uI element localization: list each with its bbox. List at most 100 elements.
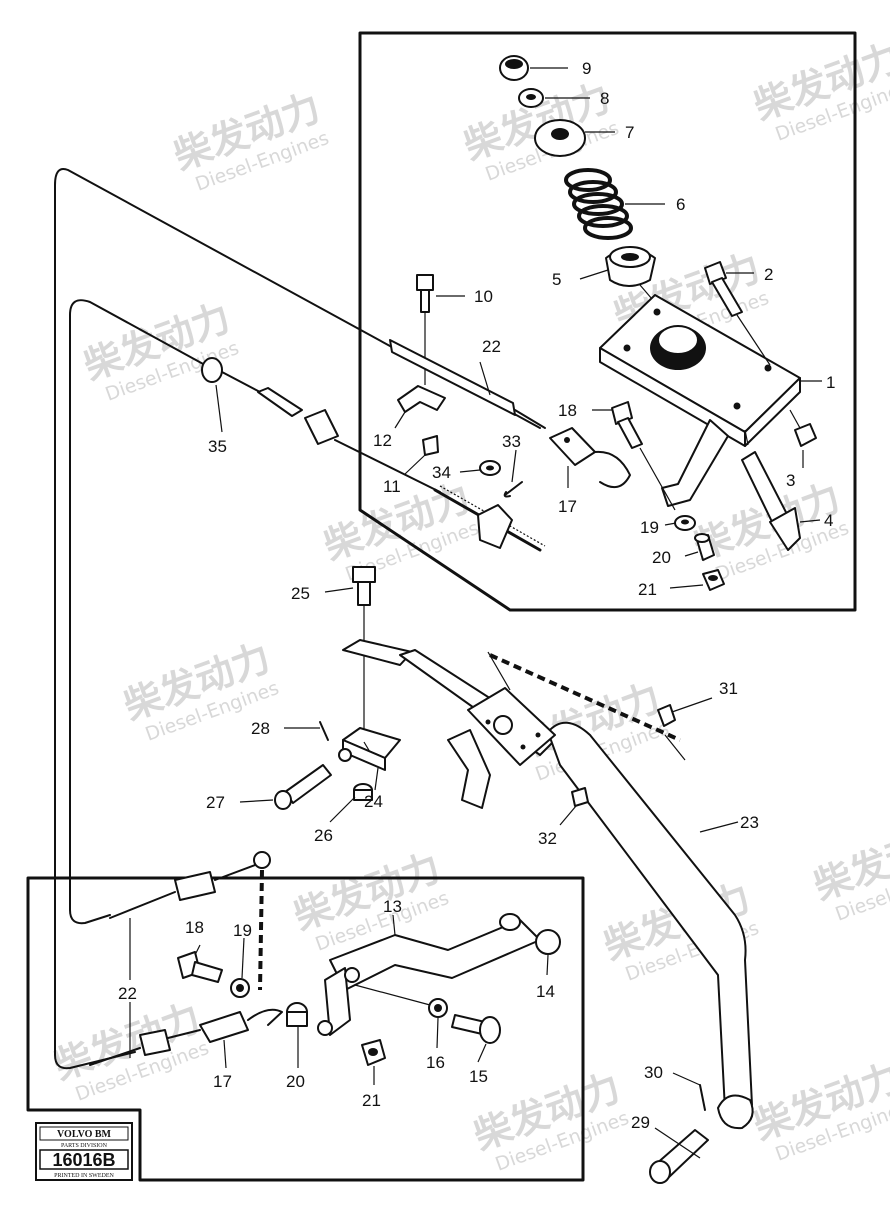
callout-22-lower: 22 [118,984,137,1003]
callout-3: 3 [786,471,795,490]
callout-24: 24 [364,792,383,811]
washer-34 [479,460,501,476]
cable-eye-end [109,851,271,919]
callout-16: 16 [426,1053,445,1072]
callout-6: 6 [676,195,685,214]
grease-nipple-31 [657,697,713,727]
split-pin-28 [319,721,329,741]
callout-26: 26 [314,826,333,845]
washer-8 [518,88,544,108]
lower-detail-frame [26,876,585,1182]
bolt-15 [451,1014,501,1044]
arm-mount-plate [447,687,556,809]
callout-28: 28 [251,719,270,738]
stamp-division: PARTS DIVISION [61,1143,108,1149]
callout-27: 27 [206,793,225,812]
plate-bracket [661,419,729,507]
spring-6 [564,168,633,240]
leader-lines [129,67,822,1159]
cable-clevis-17-lower [89,1008,283,1066]
clip-12 [397,385,446,413]
nut-3 [789,409,817,447]
stamp-printed: PRINTED IN SWEDEN [54,1173,114,1179]
callout-11: 11 [383,477,401,496]
callout-29: 29 [631,1113,650,1132]
callout-labels: 9 8 7 6 5 2 1 3 4 18 19 20 21 10 22 12 1… [118,59,835,1132]
bolt-2 [704,261,771,366]
callout-2: 2 [764,265,773,284]
watermark-layer: 柴发动力Diesel-Engines柴发动力Diesel-Engines柴发动力… [48,35,890,1176]
callout-13: 13 [383,897,402,916]
callout-1: 1 [826,373,835,392]
callout-12: 12 [373,431,392,450]
dashed-guide-lower [258,869,264,991]
stop-bolt-4 [741,429,801,551]
stamp-brand: VOLVO BM [57,1129,112,1140]
washer-19-upper [674,515,696,531]
spring-seat-5 [605,246,656,287]
callout-10: 10 [474,287,493,306]
upper-detail-frame [358,31,857,612]
cable-end-35 [201,357,441,493]
nut-9 [499,55,529,81]
callout-8: 8 [600,89,609,108]
bolt-10 [416,274,434,385]
callout-30: 30 [644,1063,663,1082]
spacer-20-upper [694,533,715,561]
cable-loop-inner [69,299,206,925]
split-pin-33 [503,481,523,498]
callout-20-upper: 20 [652,548,671,567]
callout-35: 35 [208,437,227,456]
volvo-stamp: VOLVO BM PARTS DIVISION 16016B PRINTED I… [35,1122,133,1181]
nut-11 [422,435,439,456]
spacer-20-lower [286,1002,308,1027]
callout-17-lower: 17 [213,1072,232,1091]
washer-16 [428,998,448,1018]
callout-33: 33 [502,432,521,451]
split-pin-30 [699,1084,706,1111]
bolt-18-lower [177,951,223,983]
callout-18-lower: 18 [185,918,204,937]
callout-21-upper: 21 [638,580,657,599]
cable-loop-outer [54,168,541,1070]
washer-19-lower [230,978,250,998]
cable-clevis-17-upper [549,427,631,489]
callout-25: 25 [291,584,310,603]
rod-yoke [477,504,513,549]
callout-4: 4 [824,511,833,530]
callout-19-upper: 19 [640,518,659,537]
dashed-guide-upper [489,653,681,742]
cable-sleeve-22 [389,339,546,429]
callout-14: 14 [536,982,555,1001]
stamp-number: 16016B [52,1150,115,1170]
spring-cap-7 [534,119,586,157]
bracket-24 [338,727,401,771]
callout-18-upper: 18 [558,401,577,420]
callout-31: 31 [719,679,738,698]
callout-21-lower: 21 [362,1091,381,1110]
ball-knob-14 [499,913,561,955]
nut-21-lower [361,1039,386,1066]
bushing-26 [353,783,373,801]
callout-23: 23 [740,813,759,832]
nut-32 [571,787,589,807]
callout-20-lower: 20 [286,1072,305,1091]
callout-19-lower: 19 [233,921,252,940]
callout-5: 5 [552,270,561,289]
callout-34: 34 [432,463,451,482]
nut-21-upper [702,569,725,591]
bolt-25 [352,566,376,740]
bolt-18-upper [611,401,676,511]
pedal-plate-1 [599,294,801,447]
callout-32: 32 [538,829,557,848]
callout-15: 15 [469,1067,488,1086]
callout-9: 9 [582,59,591,78]
callout-17-upper: 17 [558,497,577,516]
